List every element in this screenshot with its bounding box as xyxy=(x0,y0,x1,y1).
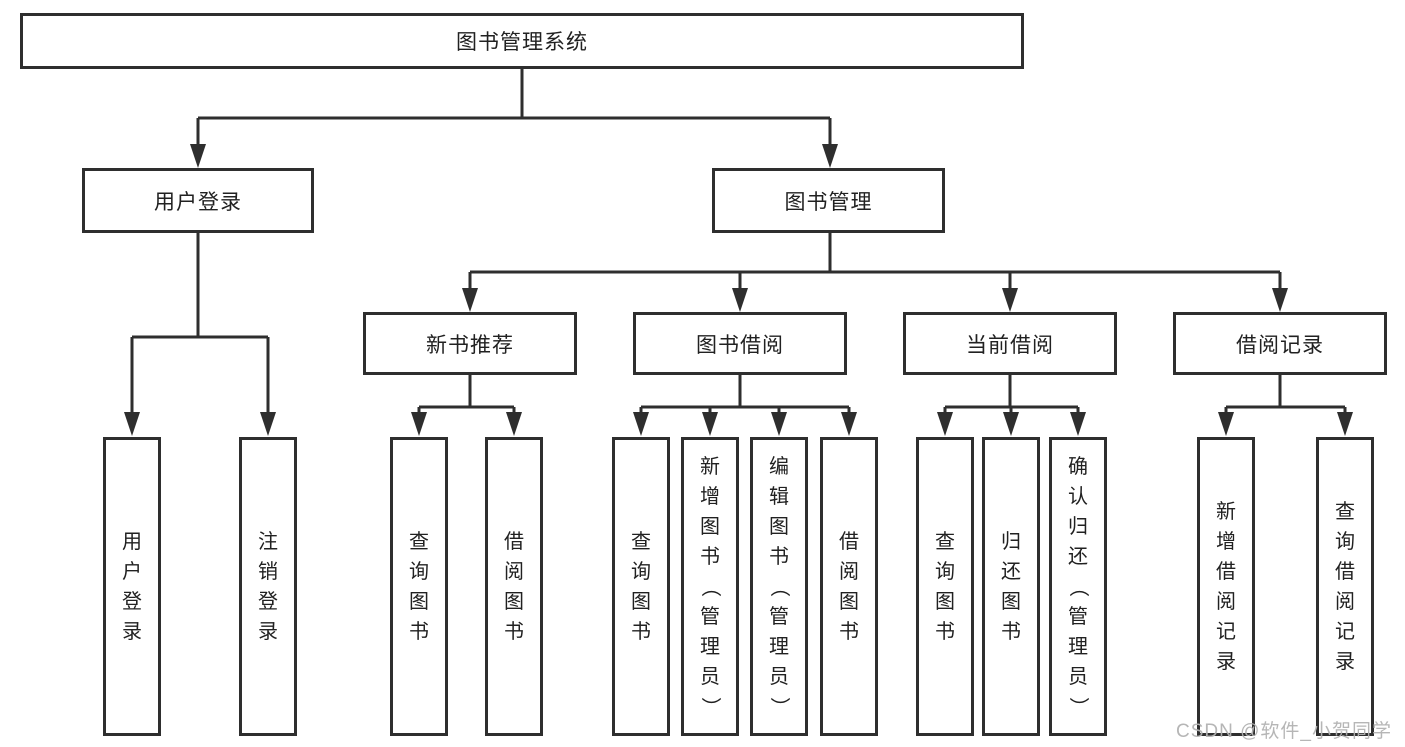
arrow-down-icon xyxy=(633,412,649,436)
leaf-query-books: 查询图书 xyxy=(612,437,670,736)
connector-current-borrow-branch xyxy=(943,375,1080,418)
connector-arrowheads xyxy=(124,144,1353,436)
leaf-confirm-return-admin: 确认归还（管理员） xyxy=(1049,437,1107,736)
node-current-borrow: 当前借阅 xyxy=(903,312,1117,375)
leaf-return-book: 归还图书 xyxy=(982,437,1040,736)
node-new-book-recommend: 新书推荐 xyxy=(363,312,577,375)
arrow-down-icon xyxy=(411,412,427,436)
leaf-borrow-books: 借阅图书 xyxy=(485,437,543,736)
leaf-query-books: 查询图书 xyxy=(916,437,974,736)
arrow-down-icon xyxy=(822,144,838,168)
connector-root-drop xyxy=(196,69,832,150)
arrow-down-icon xyxy=(771,412,787,436)
node-root-label: 图书管理系统 xyxy=(456,31,588,54)
node-new-book-recommend-label: 新书推荐 xyxy=(426,333,514,357)
connector-paths xyxy=(130,69,1347,418)
node-book-management-label: 图书管理 xyxy=(784,190,873,214)
arrow-down-icon xyxy=(1218,412,1234,436)
leaf-edit-book-admin: 编辑图书（管理员） xyxy=(750,437,808,736)
connector-book-management-branch xyxy=(468,233,1282,293)
node-book-management: 图书管理 xyxy=(712,168,945,233)
arrow-down-icon xyxy=(1337,412,1353,436)
leaf-user-login: 用户登录 xyxy=(103,437,161,736)
leaf-logout-login: 注销登录 xyxy=(239,437,297,736)
node-borrow-records: 借阅记录 xyxy=(1173,312,1387,375)
node-root: 图书管理系统 xyxy=(20,13,1024,69)
arrow-down-icon xyxy=(702,412,718,436)
node-user-login-label: 用户登录 xyxy=(154,190,242,214)
leaf-query-books: 查询图书 xyxy=(390,437,448,736)
connector-borrow-record-branch xyxy=(1224,375,1347,418)
arrow-down-icon xyxy=(1002,288,1018,312)
arrow-down-icon xyxy=(937,412,953,436)
arrow-down-icon xyxy=(124,412,140,436)
arrow-down-icon xyxy=(1272,288,1288,312)
leaf-add-borrow-record: 新增借阅记录 xyxy=(1197,437,1255,736)
csdn-watermark: CSDN @软件_小贺同学 xyxy=(1176,721,1392,742)
arrow-down-icon xyxy=(506,412,522,436)
leaf-query-borrow-record: 查询借阅记录 xyxy=(1316,437,1374,736)
leaf-borrow-books: 借阅图书 xyxy=(820,437,878,736)
arrow-down-icon xyxy=(190,144,206,168)
node-current-borrow-label: 当前借阅 xyxy=(966,333,1054,357)
connector-user-login-branch xyxy=(130,233,270,418)
arrow-down-icon xyxy=(732,288,748,312)
connector-book-borrow-branch xyxy=(639,375,851,418)
node-borrow-records-label: 借阅记录 xyxy=(1236,333,1324,357)
arrow-down-icon xyxy=(260,412,276,436)
leaf-add-book-admin: 新增图书（管理员） xyxy=(681,437,739,736)
arrow-down-icon xyxy=(1070,412,1086,436)
node-book-borrow-label: 图书借阅 xyxy=(696,333,784,357)
node-user-login: 用户登录 xyxy=(82,168,314,233)
arrow-down-icon xyxy=(462,288,478,312)
connector-new-book-branch xyxy=(417,375,516,418)
arrow-down-icon xyxy=(841,412,857,436)
arrow-down-icon xyxy=(1003,412,1019,436)
node-book-borrow: 图书借阅 xyxy=(633,312,847,375)
